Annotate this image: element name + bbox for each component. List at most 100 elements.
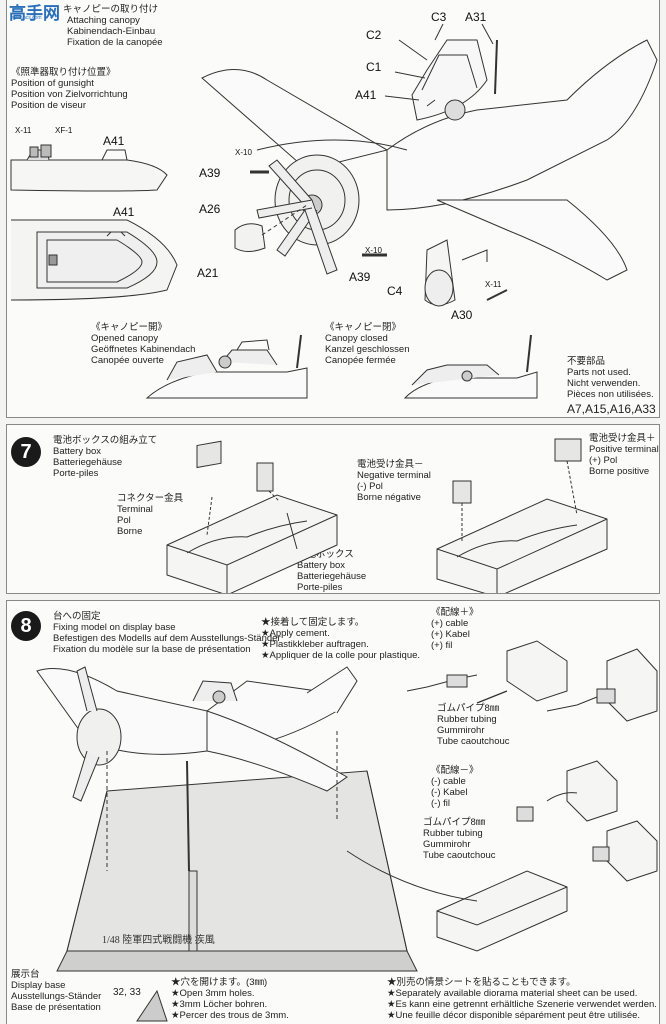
minus-wiring-de: (-) Kabel — [431, 787, 468, 798]
battery-box-fr: Porte-piles — [297, 582, 343, 593]
part-label-a39: A39 — [199, 166, 221, 180]
not-used-fr: Pièces non utilisées. — [567, 389, 654, 400]
holes-de: ★3mm Löcher bohren. — [171, 999, 268, 1010]
step-7-drawing — [166, 438, 608, 593]
step-7-title: 電池ボックスの組み立て Battery box Batteriegehäuse … — [53, 435, 157, 479]
step-7-title-jp: 電池ボックスの組み立て — [53, 435, 158, 446]
part-label-c4: C4 — [387, 284, 403, 298]
part-label-a41-inset: A41 — [103, 134, 125, 148]
tube1-de: Gummirohr — [437, 725, 485, 736]
holes-jp: ★穴を開けます。(3㎜) — [171, 977, 268, 988]
plus-wiring-caption: 《配線＋》 (+) cable (+) Kabel (+) fil — [431, 607, 479, 651]
display-base-fr: Base de présentation — [11, 1002, 101, 1013]
gunsight-en: Position of gunsight — [11, 78, 94, 89]
not-used-jp: 不要部品 — [567, 356, 606, 367]
connector-jp: コネクター金具 — [117, 493, 184, 504]
tube2-jp: ゴムパイプ8㎜ — [423, 817, 486, 828]
part-label-c2: C2 — [366, 28, 382, 42]
display-base-de: Ausstellungs-Ständer — [11, 991, 102, 1002]
plus-wiring-fr: (+) fil — [431, 640, 453, 651]
minus-wiring-en: (-) cable — [431, 776, 466, 787]
opened-de: Geöffnetes Kabinendach — [91, 344, 196, 355]
reference-steps: 32, 33 — [113, 987, 141, 998]
step-6-title-en: Attaching canopy — [67, 15, 140, 26]
gunsight-de: Position von Zielvorrichtung — [11, 89, 128, 100]
parts-not-used: 不要部品 Parts not used. Nicht verwenden. Pi… — [567, 356, 656, 415]
part-label-x11: X-11 — [485, 280, 502, 289]
battery-box-de: Batteriegehäuse — [297, 571, 367, 582]
part-label-a41-top: A41 — [355, 88, 377, 102]
positive-jp: 電池受け金具＋ — [589, 433, 656, 444]
step-7-title-de: Batteriegehäuse — [53, 457, 123, 468]
positive-terminal-caption: 電池受け金具＋ Positive terminal (+) Pol Borne … — [589, 433, 659, 477]
plus-wiring-jp: 《配線＋》 — [431, 607, 479, 618]
battery-box-caption: 電池ボックス Battery box Batteriegehäuse Porte… — [297, 549, 366, 593]
watermark-logo: 高手网 www.hcs.com — [9, 0, 75, 24]
watermark-url: www.hcs.com — [11, 15, 42, 21]
gunsight-jp: 《照準器取り付け位置》 — [11, 67, 116, 78]
step-6-panel: 高手网 www.hcs.com キャノピーの取り付け Attaching can… — [6, 0, 660, 418]
apply-cement-caption: ★接着して固定します。 ★Apply cement. ★Plastikklebe… — [261, 617, 420, 661]
closed-jp: 《キャノピー閉》 — [325, 322, 402, 333]
diorama-de: ★Es kann eine getrennt erhältliche Szene… — [387, 999, 657, 1010]
negative-terminal-caption: 電池受け金具－ Negative terminal (-) Pol Borne … — [357, 459, 431, 503]
part-label-x10: X-10 — [235, 148, 252, 157]
holes-en: ★Open 3mm holes. — [171, 988, 255, 999]
base-plate-text: 1/48 陸軍四式戦闘機 疾風 — [102, 933, 215, 946]
part-label-c1: C1 — [366, 60, 382, 74]
step-7-number: 7 — [11, 437, 41, 467]
step-6-title-jp: キャノピーの取り付け — [63, 4, 159, 15]
closed-de: Kanzel geschlossen — [325, 344, 410, 355]
tube1-jp: ゴムパイプ8㎜ — [437, 703, 500, 714]
opened-canopy-caption: 《キャノピー開》 Opened canopy Geöffnetes Kabine… — [91, 322, 195, 366]
step-8-drawing: 1/48 陸軍四式戦闘機 疾風 — [36, 640, 658, 1022]
opened-fr: Canopée ouverte — [91, 355, 164, 366]
step-7-title-en: Battery box — [53, 446, 102, 457]
positive-en: Positive terminal — [589, 444, 659, 455]
tube2-en: Rubber tubing — [423, 828, 483, 839]
negative-fr: Borne négative — [357, 492, 421, 503]
step-8-title-en: Fixing model on display base — [53, 622, 176, 633]
connector-en: Terminal — [117, 504, 153, 515]
cement-en: ★Apply cement. — [261, 628, 330, 639]
step-7-panel: 7 電池ボックスの組み立て Battery box Batteriegehäus… — [6, 424, 660, 594]
holes-fr: ★Percer des trous de 3mm. — [171, 1010, 289, 1021]
step-8-title-fr: Fixation du modèle sur la base de présen… — [53, 644, 251, 655]
part-label-c3: C3 — [431, 10, 447, 24]
not-used-parts: A7,A15,A16,A33 — [567, 402, 656, 416]
part-label-x11-inset: X-11 — [15, 126, 32, 135]
opened-en: Opened canopy — [91, 333, 159, 344]
not-used-en: Parts not used. — [567, 367, 631, 378]
gunsight-fr: Position de viseur — [11, 100, 86, 111]
cement-de: ★Plastikkleber auftragen. — [261, 639, 369, 650]
step-8-number: 8 — [11, 611, 41, 641]
display-base-caption: 展示台 Display base Ausstellungs-Ständer Ba… — [11, 969, 101, 1013]
diorama-caption: ★別売の情景シートを貼ることもできます。 ★Separately availab… — [387, 977, 657, 1021]
open-holes-caption: ★穴を開けます。(3㎜) ★Open 3mm holes. ★3mm Löche… — [171, 977, 289, 1021]
part-label-xf1: XF-1 — [55, 126, 73, 135]
step-7-title-fr: Porte-piles — [53, 468, 99, 479]
positive-de: (+) Pol — [589, 455, 618, 466]
tube2-fr: Tube caoutchouc — [423, 850, 496, 861]
step-6-title-de: Kabinendach-Einbau — [67, 26, 156, 37]
not-used-de: Nicht verwenden. — [567, 378, 641, 389]
diorama-jp: ★別売の情景シートを貼ることもできます。 — [387, 977, 576, 988]
watermark-text: 高手网 — [9, 4, 60, 24]
minus-wiring-fr: (-) fil — [431, 798, 450, 809]
minus-wiring-jp: 《配線－》 — [431, 765, 479, 776]
step-6-title-fr: Fixation de la canopée — [67, 37, 163, 48]
closed-canopy-caption: 《キャノピー閉》 Canopy closed Kanzel geschlosse… — [325, 322, 410, 366]
battery-box-en: Battery box — [297, 560, 346, 571]
display-base-jp: 展示台 — [11, 969, 40, 980]
part-label-a26: A26 — [199, 202, 221, 216]
step-8-title: 台への固定 Fixing model on display base Befes… — [53, 611, 281, 655]
step-8-title-jp: 台への固定 — [53, 611, 101, 622]
display-base-en: Display base — [11, 980, 66, 991]
part-label-a31: A31 — [465, 10, 487, 24]
part-label-a39-b: A39 — [349, 270, 371, 284]
cement-fr: ★Appliquer de la colle pour plastique. — [261, 650, 421, 661]
step-6-title: キャノピーの取り付け Attaching canopy Kabinendach-… — [63, 4, 163, 48]
part-label-x10-b: X-10 — [365, 246, 382, 255]
part-label-a41-cockpit: A41 — [113, 205, 135, 219]
